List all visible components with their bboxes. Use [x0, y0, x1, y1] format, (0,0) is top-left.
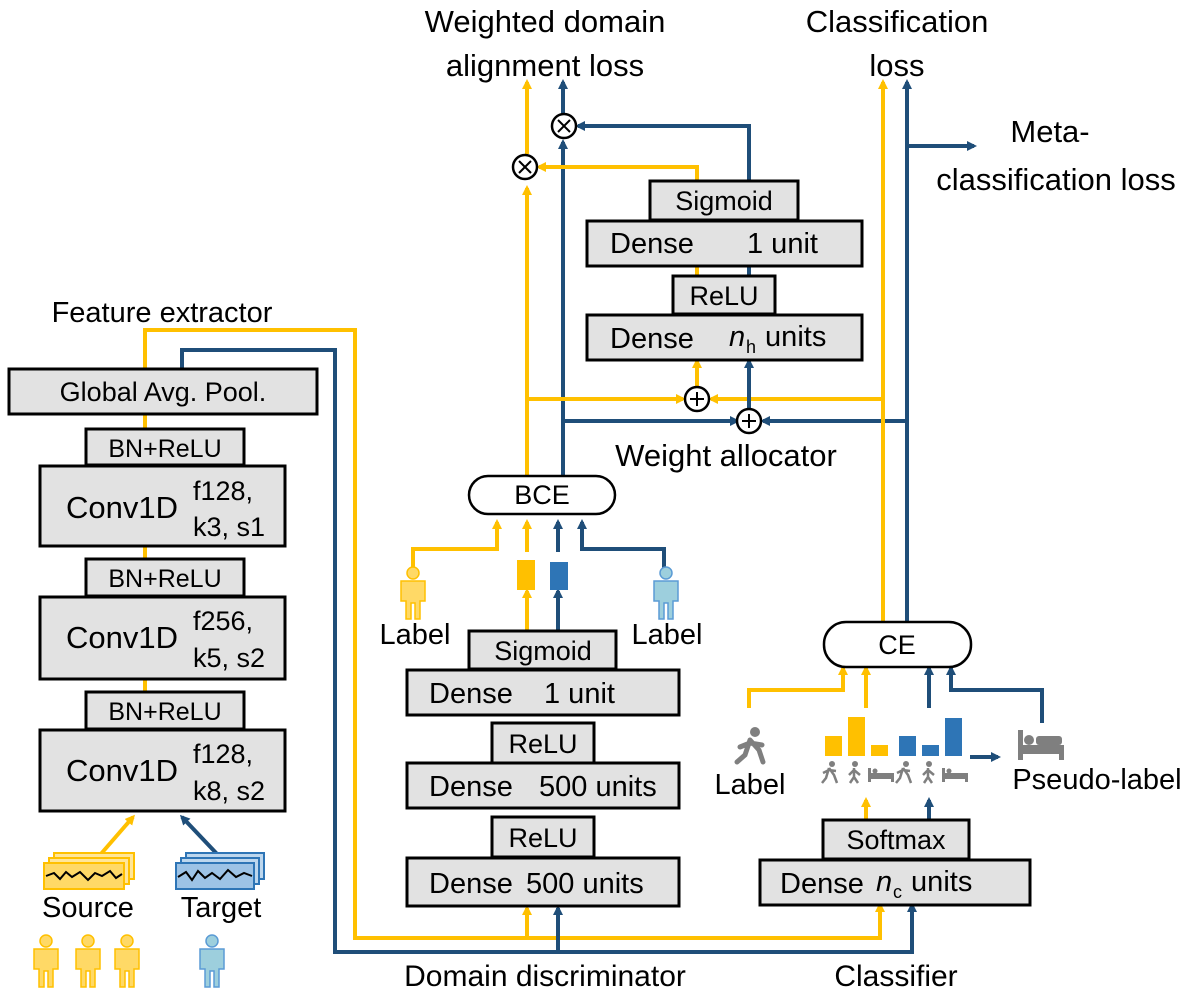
connections: [98, 79, 1044, 954]
bce-label: BCE: [514, 480, 570, 510]
multiply-node-target: [550, 112, 578, 140]
activity-icons: [821, 761, 968, 784]
multiply-node-source: [511, 153, 539, 181]
domain-discriminator: Dense 500 units ReLU Dense 500 units ReL…: [380, 474, 703, 993]
conv1d-label-1: Conv1D: [66, 490, 178, 525]
dd-dense1-units: 500 units: [526, 868, 644, 900]
dd-dense2-units: 500 units: [539, 771, 657, 803]
dd-source-output-bar: [517, 560, 535, 590]
sum-node-target: [735, 407, 763, 435]
global-avg-pool-label: Global Avg. Pool.: [60, 377, 267, 407]
dd-dense3-name: Dense: [429, 678, 513, 710]
ce-label: CE: [878, 630, 916, 660]
pseudo-label-bed-icon: [1018, 730, 1064, 760]
target-signal-icon: [175, 852, 265, 890]
wa-dense1-units-suffix: units: [757, 321, 826, 353]
target-user-icon: [199, 934, 225, 988]
conv1d-box-1: [38, 464, 287, 548]
global-avg-pool-box: [7, 367, 319, 416]
bed-icon: [868, 768, 894, 782]
dd-target-label: Label: [632, 619, 703, 651]
pseudo-label: Pseudo-label: [1012, 764, 1181, 796]
cls-softmax-box: [821, 818, 971, 861]
classifier: Dense n c units Softmax: [715, 620, 1182, 993]
weight-allocator: Dense n h units ReLU Dense 1 unit Sigmoi…: [585, 179, 864, 473]
loss-labels: Weighted domain alignment loss Classific…: [425, 4, 1176, 197]
wa-dense2-box: [585, 219, 864, 268]
wa-relu-box: [671, 274, 777, 316]
cls-label-run-icon: [734, 727, 766, 765]
classification-loss-line1: Classification: [806, 4, 989, 39]
cls-dense-name: Dense: [780, 868, 864, 900]
domain-loss-line1: Weighted domain: [425, 4, 666, 39]
wa-sigmoid-label: Sigmoid: [675, 186, 773, 216]
wa-relu-label: ReLU: [689, 281, 758, 311]
conv1d-label-3: Conv1D: [66, 753, 178, 788]
wa-dense2-name: Dense: [610, 228, 694, 260]
bn-relu-label-3: BN+ReLU: [108, 698, 221, 726]
wa-dense1-name: Dense: [610, 323, 694, 355]
conv1d-params-3a: f128,: [193, 739, 253, 769]
conv1d-box-3: [38, 728, 287, 813]
wa-dense1-box: [585, 313, 864, 362]
run-icon: [821, 761, 839, 784]
conv1d-box-2: [38, 595, 287, 681]
dd-dense1-name: Dense: [429, 868, 513, 900]
feature-extractor-title: Feature extractor: [52, 297, 273, 329]
classifier-title: Classifier: [834, 960, 957, 993]
cls-dense-units-suffix: units: [903, 866, 972, 898]
wa-dense2-units: 1 unit: [747, 228, 818, 260]
meta-loss-line1: Meta-: [1010, 114, 1089, 149]
cls-dense-units-sub: c: [893, 882, 902, 902]
dd-dense2-box: [405, 761, 681, 810]
wa-dense1-units-var: n: [729, 321, 745, 353]
conv1d-params-2a: f256,: [193, 606, 253, 636]
source-label: Source: [42, 892, 134, 924]
cls-label: Label: [715, 769, 786, 801]
conv1d-label-2: Conv1D: [66, 620, 178, 655]
dd-target-output-bar: [550, 562, 568, 590]
wa-dense1-units-sub: h: [746, 337, 756, 357]
dd-relu1-label: ReLU: [508, 823, 577, 853]
conv1d-params-2b: k5, s2: [193, 643, 265, 673]
conv1d-params-1b: k3, s1: [193, 512, 265, 542]
wa-sigmoid-box: [648, 179, 800, 222]
dd-relu1-box: [490, 815, 596, 859]
bed-icon: [942, 768, 968, 782]
cls-softmax-label: Softmax: [846, 825, 946, 855]
dd-sigmoid-box: [467, 629, 618, 671]
walk-icon: [922, 761, 935, 784]
conv1d-params-3b: k8, s2: [193, 776, 265, 806]
bn-relu-label-2: BN+ReLU: [108, 565, 221, 593]
cls-source-prob-bars: [825, 717, 888, 756]
classification-loss-line2: loss: [869, 48, 924, 83]
conv1d-params-1a: f128,: [193, 476, 253, 506]
walk-icon: [848, 761, 861, 784]
feature-extractor: Feature extractor Global Avg. Pool. BN+R…: [7, 297, 319, 988]
dd-source-label: Label: [380, 619, 451, 651]
sum-node-source: [683, 385, 711, 413]
weight-allocator-title: Weight allocator: [615, 438, 837, 473]
dd-relu2-label: ReLU: [508, 729, 577, 759]
dd-relu2-box: [490, 721, 596, 765]
source-signal-icon: [43, 852, 135, 890]
dd-target-label-icon: [653, 566, 679, 620]
source-users-icon: [33, 934, 140, 988]
cls-target-prob-bars: [899, 718, 962, 756]
domain-loss-line2: alignment loss: [446, 48, 644, 83]
bce-node: [467, 474, 617, 516]
dd-dense3-box: [405, 668, 681, 717]
bn-relu-label-1: BN+ReLU: [108, 435, 221, 463]
dd-dense2-name: Dense: [429, 771, 513, 803]
cls-dense-units-var: n: [876, 866, 892, 898]
dd-dense3-units: 1 unit: [544, 678, 615, 710]
dd-source-label-icon: [400, 566, 426, 620]
target-label: Target: [181, 892, 262, 924]
dd-sigmoid-label: Sigmoid: [494, 636, 592, 666]
domain-discriminator-title: Domain discriminator: [404, 960, 686, 993]
meta-loss-line2: classification loss: [936, 162, 1175, 197]
run-icon: [895, 761, 913, 784]
ce-node: [822, 620, 973, 669]
